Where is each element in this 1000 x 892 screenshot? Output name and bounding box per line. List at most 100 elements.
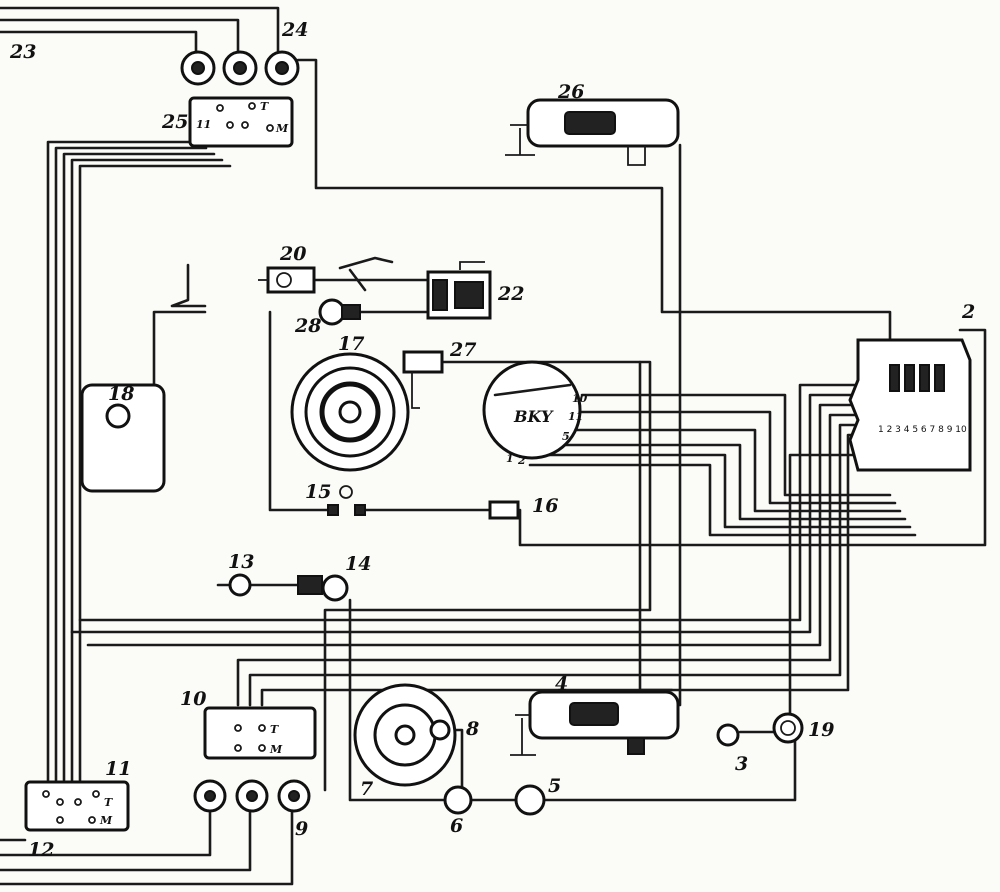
reference-numbers: 2 3 4 5 6 7 8 9 10 11 12 13 14 15 16 17 … [9,19,975,861]
relay-22-top [459,261,485,270]
label-10: 10 [180,688,206,710]
relay-22-coil-a [432,279,448,311]
label-11: 11 [105,758,131,780]
component-8 [429,719,451,741]
lamp-26-foot [627,146,646,166]
wire-24-to-2 [296,58,892,347]
wire-27-4 [638,360,674,692]
plug-24-b-core [233,61,247,75]
label-17: 17 [338,333,364,355]
harness-3 [573,428,902,513]
component-20 [258,256,394,294]
dial-bky-num-10: 10 [572,392,588,405]
label-12: 12 [28,839,54,861]
plug-group-24 [180,50,300,86]
component-14 [297,574,349,602]
component-14-head [321,574,349,602]
resistor [904,364,915,392]
wire-bundle-e [78,164,232,782]
lamp-4-window [569,702,619,726]
panel-10-label-t: T [270,723,279,736]
dial-bky-num-2: 2 [517,454,526,467]
label-4: 4 [555,673,568,695]
lamp-28 [318,298,361,326]
panel-25-label-11: 11 [196,118,211,131]
plug-9-c-core [288,790,300,802]
box-18-body [80,383,166,493]
dial-bky-num-5: 5 [562,430,570,443]
wire-loop-left [268,310,332,512]
wire-27 [323,360,652,792]
plug-24-a-core [191,61,205,75]
label-25: 25 [161,111,188,133]
speaker-17 [290,352,410,472]
label-13: 13 [228,551,254,573]
label-6: 6 [450,815,463,837]
switch-15-contact [354,504,366,516]
box-18-meter [105,403,131,429]
component-14-coil [297,575,323,595]
component-6 [443,785,473,815]
panel-25-pin [241,121,249,129]
label-18: 18 [108,383,134,405]
label-20: 20 [279,243,306,265]
lamp-26 [505,98,680,166]
label-23: 23 [9,41,36,63]
lamp-28-base [341,304,361,320]
dial-bky: BKY 10 11 5 1 2 [482,360,588,467]
wire-bundle-d [70,158,224,782]
relay-22-coil-b [454,281,484,309]
label-8: 8 [465,718,479,740]
wire-9-a [0,803,212,857]
label-15: 15 [305,481,331,503]
component-27-lead [411,372,420,409]
switch-15-contact [327,504,339,516]
feed-4 [236,413,857,707]
disc-7 [353,683,457,787]
terminal-block-2: 1 2 3 4 5 6 7 8 9 10 [848,338,972,472]
label-14: 14 [345,553,371,575]
feed-6 [260,433,857,707]
panel-25-pin [248,102,256,110]
feed-19 [788,453,857,717]
panel-25-label-m: M [275,122,289,135]
panel-10: T M [203,706,317,760]
label-26: 26 [557,81,584,103]
panel-10-pin [234,724,242,732]
resistor [889,364,900,392]
resistor [919,364,930,392]
plug-9-a-core [204,790,216,802]
component-3 [716,723,740,747]
lamp-26-window [564,111,616,135]
feed-1 [78,383,857,622]
wire-bundle-b [54,146,208,782]
disc-7-hub [394,724,416,746]
dial-bky-num-1: 1 [506,452,514,465]
panel-25-pin [226,121,234,129]
terminal-block-2-body [848,338,972,472]
label-5: 5 [548,775,561,797]
label-22: 22 [497,283,524,305]
panel-25-pin [266,124,274,132]
harness-6 [528,463,917,537]
panel-10-pin [234,744,242,752]
lamp-26-ground [505,124,535,156]
wire-9-c [0,803,294,886]
speaker-17-center [338,400,362,424]
lever-contact [170,263,207,308]
label-3: 3 [735,753,748,775]
panel-11-pin [92,790,100,798]
panel-11-pin [56,816,64,824]
component-5 [514,784,546,816]
component-27-box [402,350,444,374]
panel-11-pin [42,790,50,798]
label-27: 27 [449,339,476,361]
panel-11: T M [24,780,130,832]
panel-25-body [188,96,294,148]
resistor [934,364,945,392]
box-18 [80,383,166,493]
dial-bky-text: BKY [513,407,554,426]
wire-bundle-a [46,140,200,782]
lamp-4-foot [627,737,645,755]
